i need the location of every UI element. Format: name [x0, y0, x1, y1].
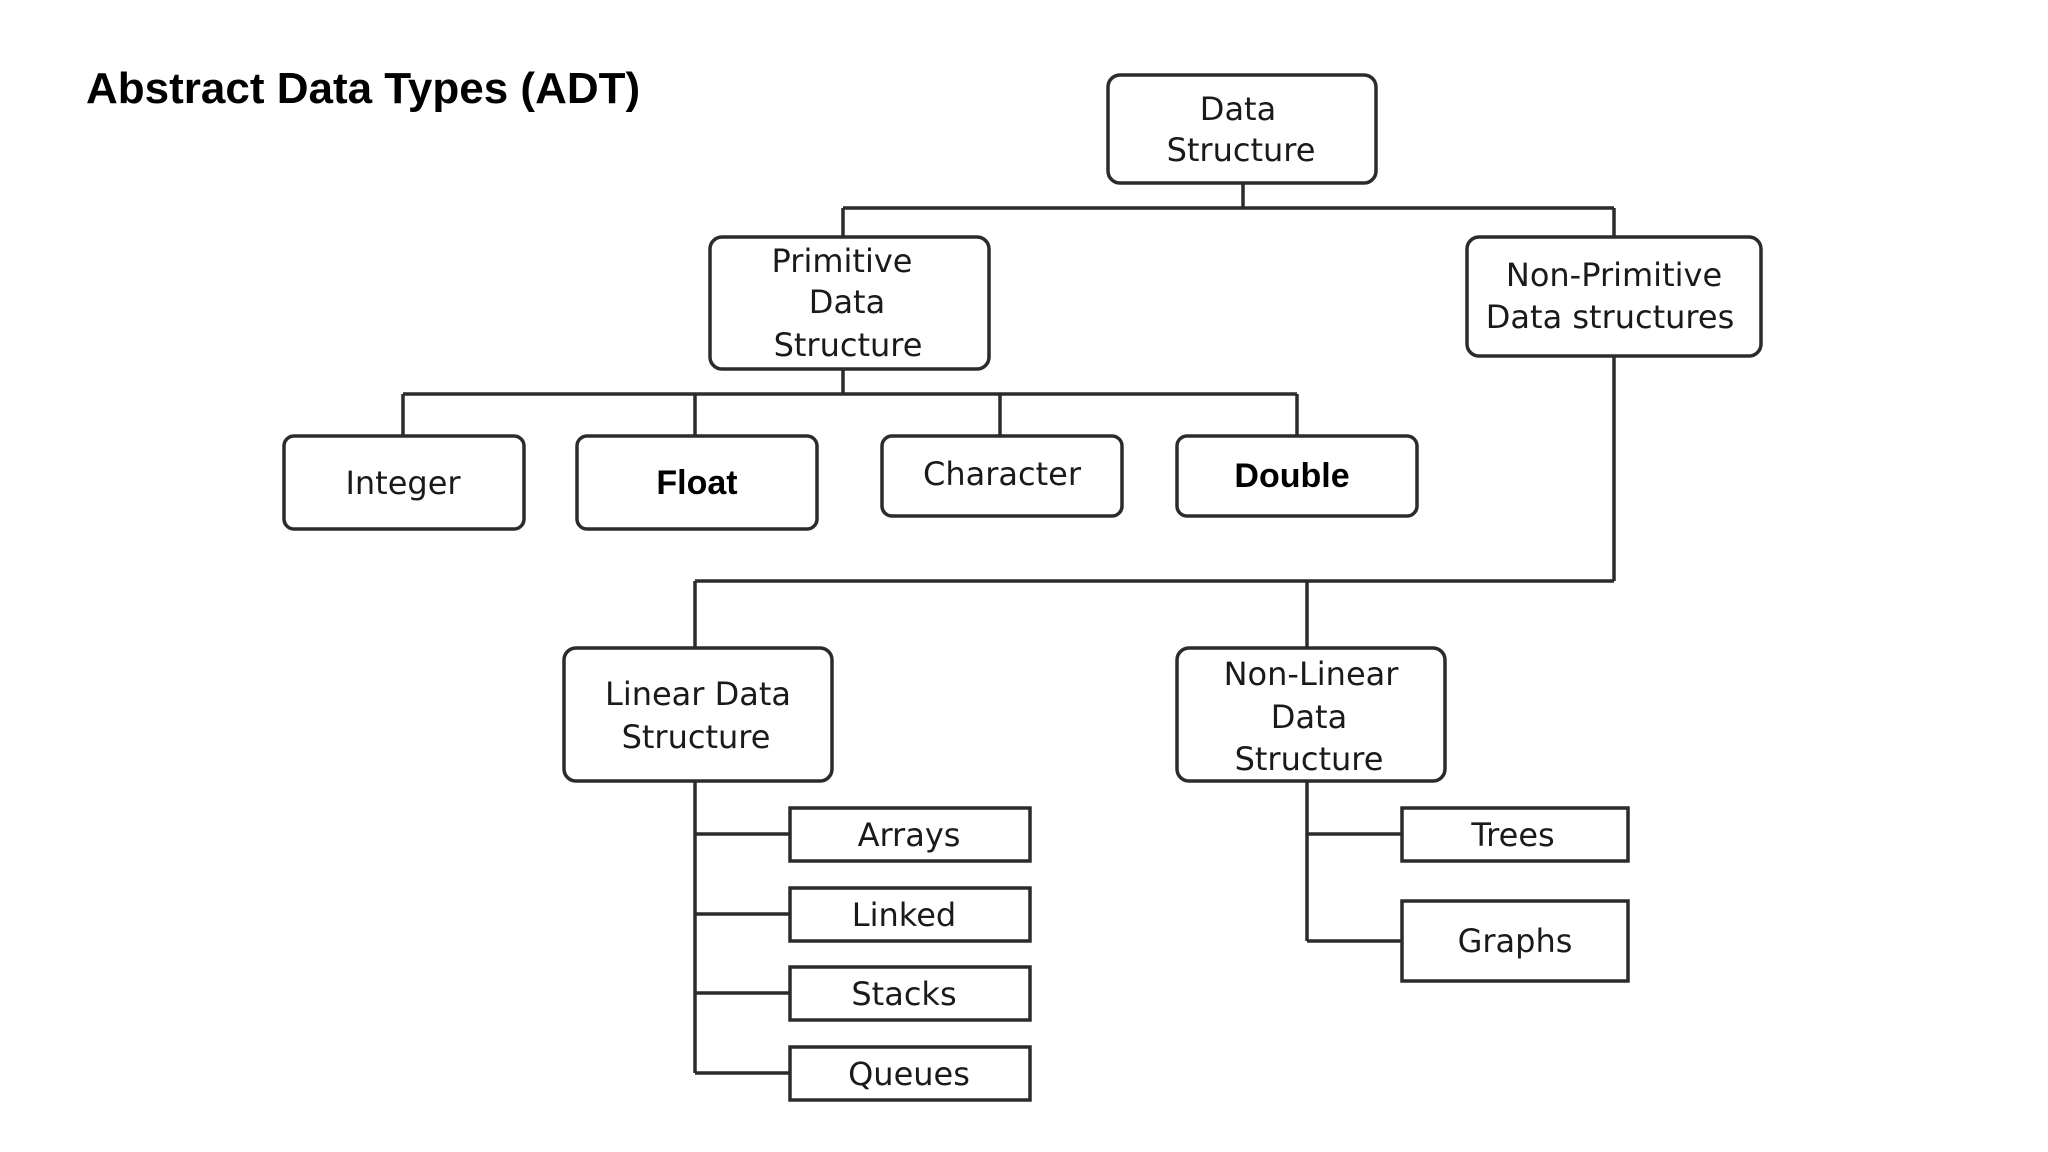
connector-root-to-level1: [841, 183, 1616, 237]
node-double-label: Double: [1234, 457, 1349, 495]
node-graphs-label: Graphs: [1458, 922, 1573, 960]
node-data-structure: Data Structure: [1106, 73, 1378, 185]
node-trees: Trees: [1400, 806, 1630, 863]
node-integer: Integer: [282, 434, 526, 531]
node-non-primitive-line-1: Non-Primitive: [1506, 256, 1722, 294]
node-character: Character: [880, 434, 1124, 518]
node-primitive-line-1: Primitive: [772, 242, 913, 280]
node-primitive-line-2: Data: [809, 283, 885, 321]
connectors: [401, 183, 1616, 1075]
node-non-linear-line-1: Non-Linear: [1224, 655, 1400, 693]
node-linked-label: Linked: [852, 896, 956, 934]
connector-nonlinear-to-items: [1305, 781, 1402, 943]
node-float-label: Float: [656, 464, 737, 502]
node-integer-label: Integer: [345, 464, 461, 502]
node-non-linear-line-2: Data: [1271, 698, 1347, 736]
connector-primitive-to-types: [401, 369, 1299, 436]
node-linear-line-1: Linear Data: [605, 675, 791, 713]
node-stacks-label: Stacks: [851, 975, 956, 1013]
node-non-primitive-line-2: Data structures: [1486, 298, 1734, 336]
connector-linear-to-items: [693, 781, 790, 1075]
node-queues-label: Queues: [848, 1055, 970, 1093]
node-float: Float: [575, 434, 819, 531]
node-non-primitive-data-structures: Non-Primitive Data structures: [1465, 235, 1763, 358]
node-linear-data-structure: Linear Data Structure: [562, 646, 834, 783]
node-non-linear-data-structure: Non-Linear Data Structure: [1175, 646, 1447, 783]
node-linear-line-2: Structure: [622, 718, 771, 756]
node-trees-label: Trees: [1470, 816, 1554, 854]
node-arrays: Arrays: [788, 806, 1032, 863]
connector-nonprimitive-to-categories: [693, 356, 1616, 648]
slide-title: Abstract Data Types (ADT): [86, 64, 641, 113]
node-character-label: Character: [923, 455, 1082, 493]
node-non-linear-line-3: Structure: [1235, 740, 1384, 778]
node-data-structure-line-1: Data: [1200, 90, 1276, 128]
node-graphs: Graphs: [1400, 899, 1630, 983]
node-stacks: Stacks: [788, 965, 1032, 1022]
node-queues: Queues: [788, 1045, 1032, 1102]
node-primitive-data-structure: Primitive Data Structure: [708, 235, 991, 371]
node-linked: Linked: [788, 886, 1032, 943]
node-double: Double: [1175, 434, 1419, 518]
node-data-structure-line-2: Structure: [1167, 131, 1316, 169]
node-primitive-line-3: Structure: [774, 326, 923, 364]
node-arrays-label: Arrays: [858, 816, 961, 854]
